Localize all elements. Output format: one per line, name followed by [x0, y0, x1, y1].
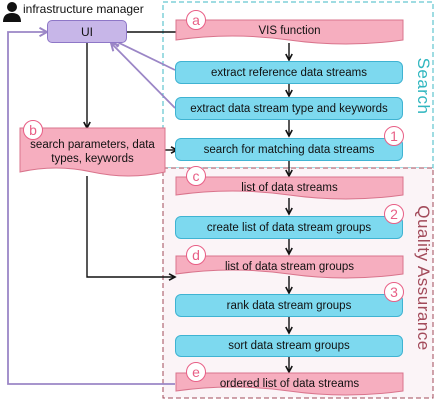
- inputs-node[interactable]: search parameters, data types, keywords: [30, 139, 155, 165]
- step-sort-groups[interactable]: sort data stream groups: [175, 335, 403, 357]
- shape-ordered-list: [175, 372, 404, 396]
- shape-vis-function: [175, 19, 404, 45]
- tag-e: e: [186, 362, 206, 382]
- step-rank-groups[interactable]: rank data stream groups: [175, 294, 403, 317]
- step-vis-function[interactable]: VIS function: [258, 25, 321, 37]
- step-list-of-groups[interactable]: list of data stream groups: [224, 260, 355, 273]
- tag-a: a: [186, 10, 206, 30]
- arrow-inputs-to-rank: [86, 176, 175, 277]
- shape-inputs: [19, 127, 166, 177]
- ui-node[interactable]: UI: [47, 20, 127, 43]
- step-search-matching[interactable]: search for matching data streams: [175, 138, 403, 161]
- step-extract-type-keywords[interactable]: extract data stream type and keywords: [175, 97, 403, 120]
- actor-label: infrastructure manager: [23, 2, 144, 16]
- tag-number-3: 3: [384, 282, 404, 302]
- step-list-of-streams[interactable]: list of data streams: [241, 181, 338, 194]
- shape-list-of-streams: [175, 176, 404, 200]
- step-create-groups[interactable]: create list of data stream groups: [175, 216, 403, 239]
- tag-b: b: [23, 120, 43, 140]
- feedback-arrow-extract-type: [111, 43, 176, 109]
- shape-list-of-groups: [175, 255, 404, 279]
- user-icon: [3, 2, 21, 22]
- tag-number-2: 2: [384, 204, 404, 224]
- tag-number-1: 1: [384, 126, 404, 146]
- section-label-quality: Quality Assurance: [414, 205, 433, 351]
- tag-d: d: [186, 245, 206, 265]
- feedback-arrow-extract-ref: [113, 40, 176, 71]
- tag-c: c: [186, 166, 206, 186]
- step-extract-reference[interactable]: extract reference data streams: [175, 61, 403, 84]
- step-ordered-list[interactable]: ordered list of data streams: [219, 377, 360, 390]
- section-label-search: Search: [414, 57, 433, 115]
- feedback-arrow-result-loop: [7, 32, 175, 385]
